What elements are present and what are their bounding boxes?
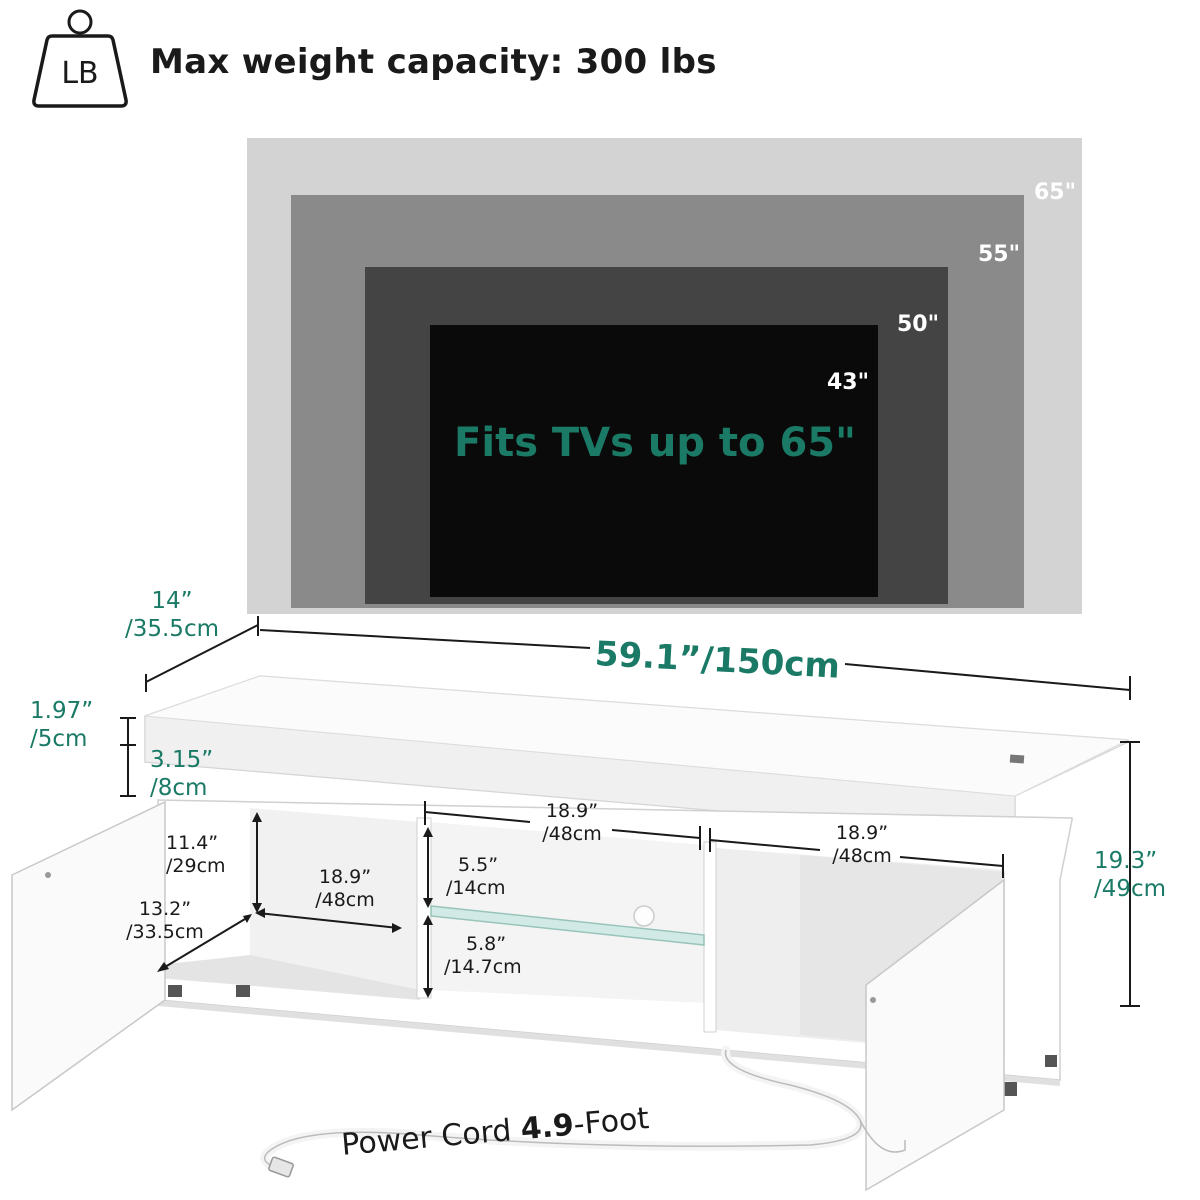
upper-shelf-height-cm: /14cm: [446, 877, 506, 899]
tv-43-rect: [430, 325, 878, 597]
weight-icon: [32, 9, 128, 108]
top-thickness-dimension: 1.97” /5cm: [30, 697, 112, 753]
depth-inches: 14”: [151, 588, 193, 614]
power-cord-suffix: -Foot: [572, 1101, 651, 1143]
height-dimension: 19.3” /49cm: [1094, 847, 1184, 903]
middle-width: 18.9” /48cm: [522, 800, 622, 846]
left-cabinet-width: 18.9” /48cm: [300, 866, 390, 912]
left-cabinet-depth: 13.2” /33.5cm: [110, 898, 220, 944]
right-width-inches: 18.9”: [835, 822, 889, 844]
lower-shelf-height-inches: 5.8”: [466, 933, 507, 955]
tv-size-50: 50": [897, 312, 940, 337]
power-cord-length: 4.9: [519, 1107, 576, 1148]
left-cabinet-width-cm: /48cm: [315, 889, 375, 911]
gap-inches: 3.15”: [150, 747, 214, 773]
gap-cm: /8cm: [150, 775, 208, 801]
left-cabinet-depth-inches: 13.2”: [138, 898, 192, 920]
gap-dimension: 3.15” /8cm: [150, 746, 213, 802]
middle-width-inches: 18.9”: [545, 800, 599, 822]
left-cabinet-width-inches: 18.9”: [318, 866, 372, 888]
height-inches: 19.3”: [1094, 848, 1158, 874]
top-thickness-cm: /5cm: [30, 726, 88, 752]
fits-tvs-text: Fits TVs up to 65": [454, 420, 856, 466]
left-cabinet-height-cm: /29cm: [166, 855, 226, 877]
lower-shelf-height: 5.8” /14.7cm: [444, 933, 522, 979]
left-cabinet-depth-cm: /33.5cm: [126, 921, 204, 943]
upper-shelf-height: 5.5” /14cm: [446, 854, 506, 900]
tv-size-65: 65": [1034, 180, 1077, 205]
max-weight-capacity: Max weight capacity: 300 lbs: [150, 42, 717, 82]
middle-width-cm: /48cm: [542, 823, 602, 845]
right-width: 18.9” /48cm: [812, 822, 912, 868]
left-cabinet-height: 11.4” /29cm: [166, 832, 246, 878]
height-cm: /49cm: [1094, 876, 1167, 902]
top-thickness-inches: 1.97”: [30, 698, 94, 724]
left-cabinet-height-inches: 11.4”: [166, 832, 219, 854]
depth-dimension: 14” /35.5cm: [112, 587, 232, 643]
tv-size-43: 43": [827, 370, 870, 395]
depth-cm: /35.5cm: [124, 616, 219, 642]
upper-shelf-height-inches: 5.5”: [458, 854, 499, 876]
tv-size-55: 55": [978, 242, 1021, 267]
lower-shelf-height-cm: /14.7cm: [444, 956, 522, 978]
weight-icon-label: LB: [61, 56, 99, 91]
right-width-cm: /48cm: [832, 845, 892, 867]
dimension-lines: [120, 616, 1140, 1007]
tv-stand: [11, 675, 1130, 1192]
